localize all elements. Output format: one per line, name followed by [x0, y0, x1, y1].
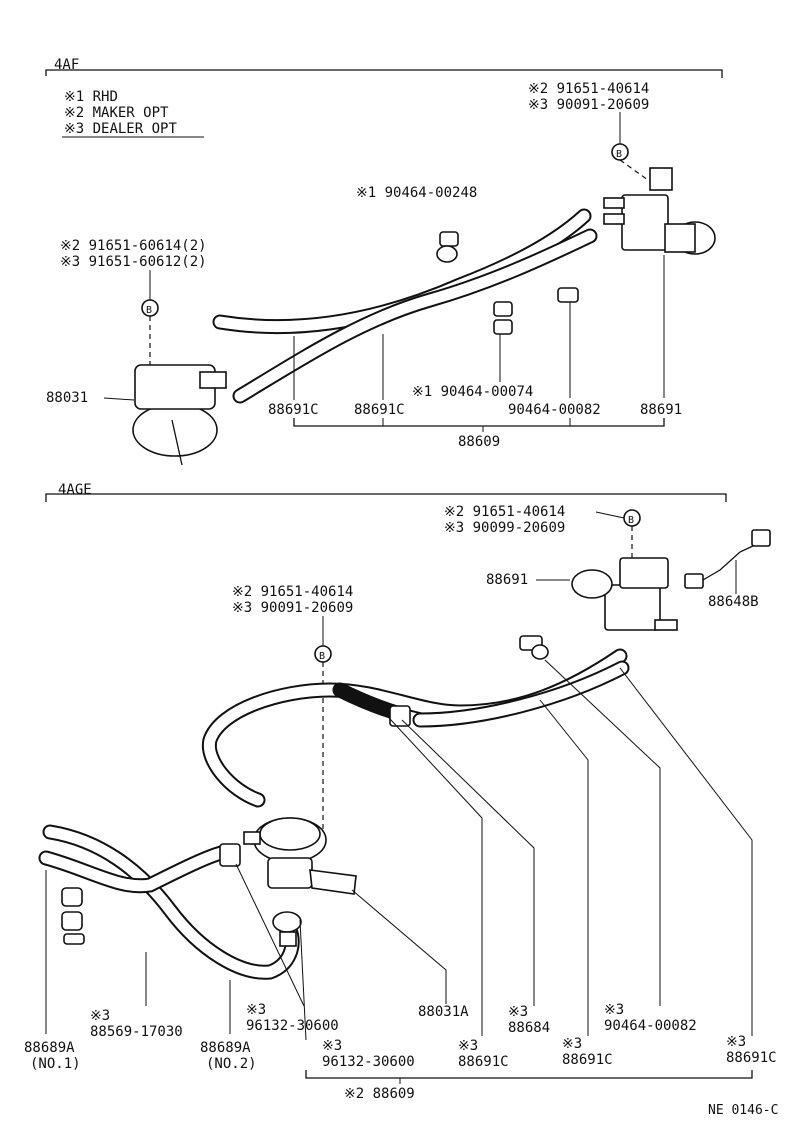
- 4age-vsv-bolt-leader: [595, 511, 625, 519]
- 4age-hose-c3-mark: ※3: [726, 1034, 746, 1050]
- 4age-vsv-bolt-dealer-label: ※3 90099-20609: [444, 520, 565, 536]
- 4age-marker-b-vsv: B: [623, 509, 641, 527]
- 4af-clamps-mid: [493, 287, 579, 335]
- 4age-hose-c3-label: 88691C: [726, 1050, 777, 1066]
- 4age-clip-2-label: 96132-30600: [322, 1054, 415, 1070]
- 4age-clamp-leader: [544, 659, 661, 1006]
- 4age-hose-a-no2-label: 88689A: [200, 1040, 251, 1056]
- 4age-actuator-label: 88031A: [418, 1004, 469, 1020]
- 4age-hose-17030-label: 88569-17030: [90, 1024, 183, 1040]
- legend-dealer-opt: ※3 DEALER OPT: [64, 121, 177, 137]
- 4af-clamp-rhd-2-label: ※1 90464-00074: [412, 384, 533, 400]
- 4af-vsv-bolt-maker-label: ※2 91651-40614: [528, 81, 649, 97]
- 4age-hose-c1-leader: [377, 705, 483, 1036]
- section-4age-title: 4AGE: [58, 482, 92, 498]
- marker-b-label: B: [146, 305, 152, 316]
- 4af-hose-2-label: 88691C: [354, 402, 405, 418]
- marker-b-label: B: [319, 651, 325, 662]
- 4af-clamp-rhd-label: ※1 90464-00248: [356, 185, 477, 201]
- section-4age: 4AGE ※2 91651-40614 ※3 90099-20609 B 886…: [24, 482, 777, 1102]
- 4af-vsv-bolt-dealer-label: ※3 90091-20609: [528, 97, 649, 113]
- 4age-tee-mark: ※3: [508, 1004, 528, 1020]
- 4age-hose-c2-leader: [539, 699, 589, 1036]
- 4age-vsv-part: [571, 557, 678, 631]
- marker-b-label: B: [628, 515, 634, 526]
- 4age-actuator-bolt-maker-label: ※2 91651-40614: [232, 584, 353, 600]
- 4af-actuator-bolt-dealer-label: ※3 91651-60612(2): [60, 254, 207, 270]
- 4age-marker-b-actuator: B: [314, 645, 332, 663]
- 4age-hose-set-label: ※2 88609: [344, 1086, 415, 1102]
- 4age-actuator-leader: [351, 889, 447, 1004]
- legend-maker-opt: ※2 MAKER OPT: [64, 105, 169, 121]
- 4age-tee-label: 88684: [508, 1020, 550, 1036]
- section-4af-title: 4AF: [54, 57, 79, 73]
- 4age-hose-c2-mark: ※3: [562, 1036, 582, 1052]
- 4af-clamp-part: [436, 231, 459, 263]
- 4age-hose-a-no1-sub: (NO.1): [30, 1056, 81, 1072]
- 4age-clip-1-label: 96132-30600: [246, 1018, 339, 1034]
- 4af-hoses: [212, 208, 598, 404]
- 4age-hose-a-no2-sub: (NO.2): [206, 1056, 257, 1072]
- 4af-actuator-label: 88031: [46, 390, 88, 406]
- 4af-actuator-bolt-maker-label: ※2 91651-60614(2): [60, 238, 207, 254]
- 4af-actuator-part: [132, 364, 227, 466]
- 4af-vsv-label: 88691: [640, 402, 682, 418]
- legend: ※1 RHD ※2 MAKER OPT ※3 DEALER OPT: [62, 89, 204, 138]
- 4af-marker-b-vsv: B: [611, 143, 629, 161]
- 4age-hoses: [38, 648, 630, 980]
- 4af-hose-set-label: 88609: [458, 434, 500, 450]
- section-4af: 4AF ※1 RHD ※2 MAKER OPT ※3 DEALER OPT ※2…: [45, 57, 723, 466]
- 4af-clamp-2-label: 90464-00082: [508, 402, 601, 418]
- section-4age-bracket: [45, 493, 727, 502]
- 4age-connector-label: 88648B: [708, 594, 759, 610]
- 4age-clip-1-leader: [235, 863, 305, 1007]
- 4age-clip-1-mark: ※3: [246, 1002, 266, 1018]
- 4age-hose-a-no1-label: 88689A: [24, 1040, 75, 1056]
- 4af-actuator-leader: [103, 397, 135, 401]
- 4af-hose-set-bracket: [293, 418, 665, 427]
- 4age-hose-c1-mark: ※3: [458, 1038, 478, 1054]
- 4af-vsv-dash: [619, 159, 656, 186]
- 4age-clamp-mark: ※3: [604, 1002, 624, 1018]
- 4age-vsv-bolt-maker-label: ※2 91651-40614: [444, 504, 565, 520]
- 4age-hose-17030-mark: ※3: [90, 1008, 110, 1024]
- 4age-hose-set-bracket: [305, 1070, 753, 1079]
- 4age-hose-c2-label: 88691C: [562, 1052, 613, 1068]
- 4age-clip-2-leader: [299, 919, 307, 1041]
- footer-code: NE 0146-C: [708, 1103, 778, 1118]
- 4af-vsv-part: [603, 167, 716, 255]
- legend-rhd: ※1 RHD: [64, 89, 118, 105]
- 4age-hose-c3-leader: [619, 667, 753, 1036]
- 4af-marker-b-actuator: B: [141, 299, 159, 317]
- marker-b-label: B: [616, 149, 622, 160]
- 4age-clip-part: [272, 911, 302, 947]
- 4age-actuator-part: [219, 817, 357, 895]
- 4age-clamp-part: [519, 635, 549, 660]
- 4age-clamp-label: 90464-00082: [604, 1018, 697, 1034]
- 4age-tee-part: [389, 705, 411, 727]
- section-4af-bracket: [45, 69, 723, 78]
- 4age-hose-c1-label: 88691C: [458, 1054, 509, 1070]
- 4age-connector-part: [684, 529, 771, 589]
- 4age-clip-2-mark: ※3: [322, 1038, 342, 1054]
- 4age-vsv-label: 88691: [486, 572, 528, 588]
- 4age-clamp-left-part: [61, 887, 85, 945]
- 4age-tee-leader: [401, 719, 535, 1006]
- 4age-actuator-bolt-dealer-label: ※3 90091-20609: [232, 600, 353, 616]
- 4af-hose-1-label: 88691C: [268, 402, 319, 418]
